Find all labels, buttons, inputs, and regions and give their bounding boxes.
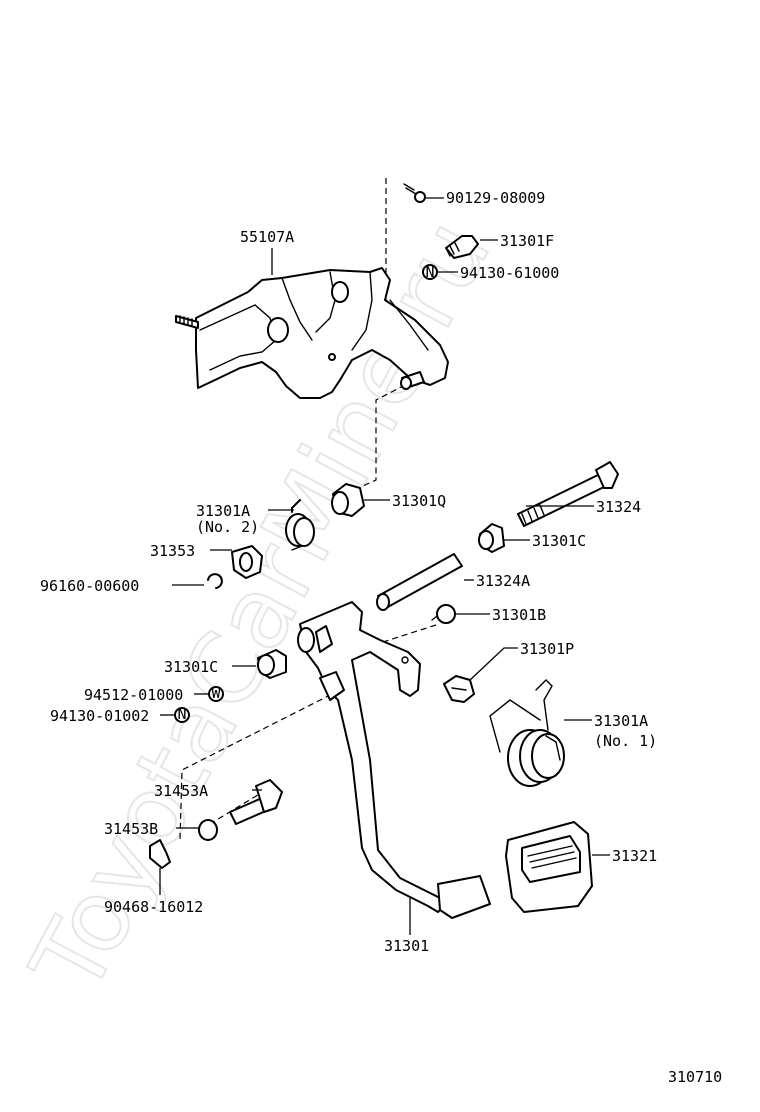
label-31301C-right[interactable]: 31301C [532,532,586,550]
pedal-pad-31321[interactable] [505,821,593,913]
nut-symbol: N [425,263,434,281]
label-90468-16012[interactable]: 90468-16012 [104,898,203,916]
bushing-31301C-right[interactable] [478,523,505,553]
bushing-31301Q[interactable] [331,483,365,517]
label-31301C-left[interactable]: 31301C [164,658,218,676]
bolt-31453A[interactable] [229,779,283,825]
label-31324A[interactable]: 31324A [476,572,530,590]
label-31301P[interactable]: 31301P [520,640,574,658]
label-94512-01000[interactable]: 94512-01000 [84,686,183,704]
diagram-code: 310710 [668,1068,722,1086]
bushing-31301C-left[interactable] [257,649,287,679]
return-spring-31301A-no2[interactable] [285,499,315,551]
label-31301F[interactable]: 31301F [500,232,554,250]
nut-94130-61000[interactable]: N [422,263,438,281]
washer-94512-01000[interactable]: W [208,684,224,702]
pedal-bracket-55107A[interactable] [175,267,449,399]
leader-lines [159,197,610,935]
label-94130-61000[interactable]: 94130-61000 [460,264,559,282]
clip-96160-00600[interactable] [207,573,223,589]
label-96160-00600[interactable]: 96160-00600 [40,577,139,595]
nut-symbol-2: N [177,705,186,723]
nut-94130-01002[interactable]: N [174,705,190,723]
bushing-31453B[interactable] [198,819,218,841]
cushion-31353[interactable] [231,545,263,579]
part-labels: 90129-08009 55107A 31301F 94130-61000 31… [40,189,722,1086]
label-31321[interactable]: 31321 [612,847,657,865]
clip-31301P[interactable] [443,675,475,703]
label-31301[interactable]: 31301 [384,937,429,955]
label-31453B[interactable]: 31453B [104,820,158,838]
label-31301A-no1-sub: (No. 1) [594,732,657,750]
pedal-shaft-31324A[interactable] [376,553,463,611]
label-31301A-no2-sub: (No. 2) [196,518,259,536]
label-31301B[interactable]: 31301B [492,606,546,624]
label-31301A-no2[interactable]: 31301A [196,502,250,520]
label-31453A[interactable]: 31453A [154,782,208,800]
label-31301A-no1[interactable]: 31301A [594,712,648,730]
stopper-31301B[interactable] [431,604,456,624]
label-90129-08009[interactable]: 90129-08009 [446,189,545,207]
bolt-31301F[interactable] [445,235,479,259]
label-31324[interactable]: 31324 [596,498,641,516]
washer-symbol: W [211,684,221,702]
bolt-90129-08009[interactable] [403,183,426,203]
label-31301Q[interactable]: 31301Q [392,492,446,510]
label-94130-01002[interactable]: 94130-01002 [50,707,149,725]
label-31353[interactable]: 31353 [150,542,195,560]
clutch-pedal-31301[interactable] [297,601,491,919]
return-spring-31301A-no1[interactable] [489,679,565,787]
label-55107A[interactable]: 55107A [240,228,294,246]
bolt-31324[interactable] [517,461,619,527]
pin-90468-16012[interactable] [149,839,171,869]
